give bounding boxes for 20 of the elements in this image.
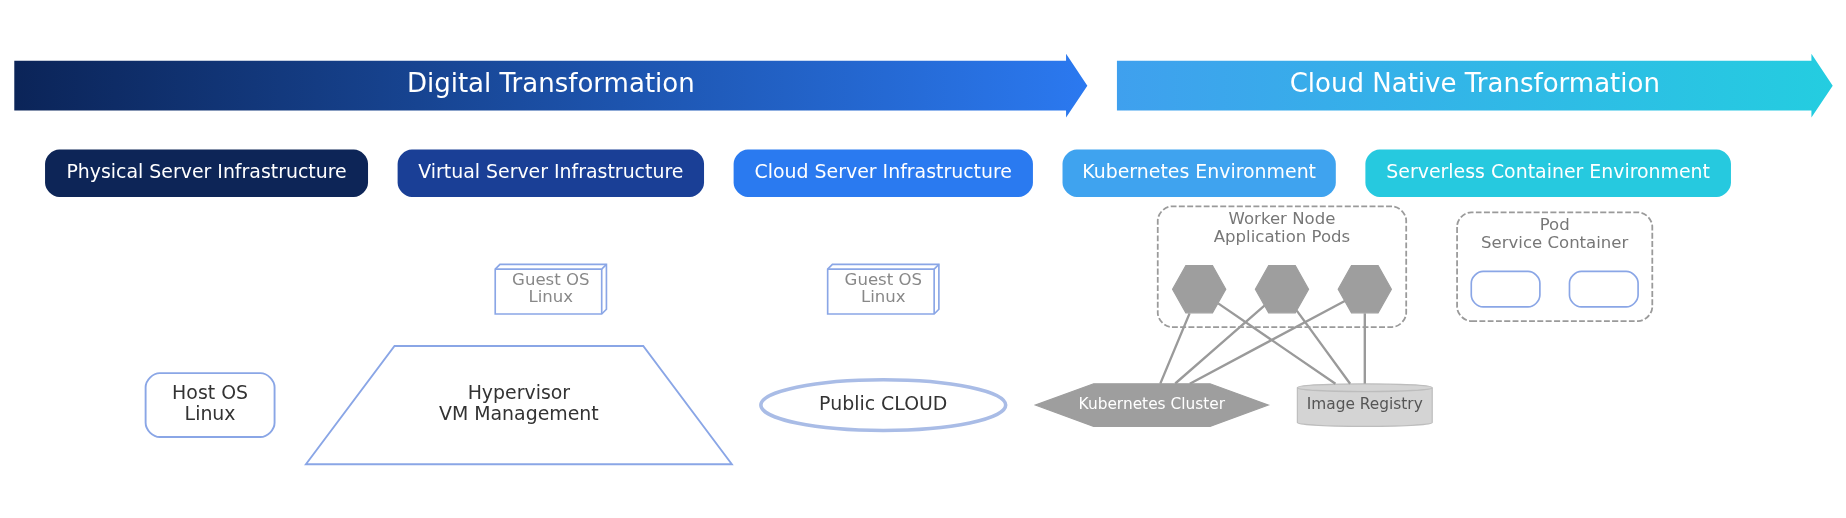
- connector: [1295, 309, 1351, 385]
- node-box: [1469, 270, 1541, 308]
- node-box: Kubernetes Environment: [1062, 149, 1336, 197]
- connector: [1188, 300, 1345, 385]
- node-hexagon: [1171, 264, 1226, 314]
- connector: [1173, 304, 1265, 385]
- node-box: Cloud Server Infrastructure: [733, 149, 1033, 197]
- node-hexagon: [1337, 264, 1392, 314]
- node-hexagon: [1254, 264, 1309, 314]
- node-box: Serverless Container Environment: [1364, 149, 1731, 197]
- cluster: Worker Node Application Pods: [1156, 205, 1407, 328]
- node-box: Physical Server Infrastructure: [44, 149, 368, 197]
- node-box: Host OS Linux: [144, 372, 275, 438]
- node-box: [1568, 270, 1639, 308]
- connector: [1217, 302, 1336, 385]
- connector: [1158, 312, 1191, 385]
- node-ellipse: Public CLOUD: [758, 378, 1007, 433]
- node-box: Virtual Server Infrastructure: [397, 149, 704, 197]
- cluster: Pod Service Container: [1455, 211, 1653, 322]
- connector: [1363, 313, 1366, 384]
